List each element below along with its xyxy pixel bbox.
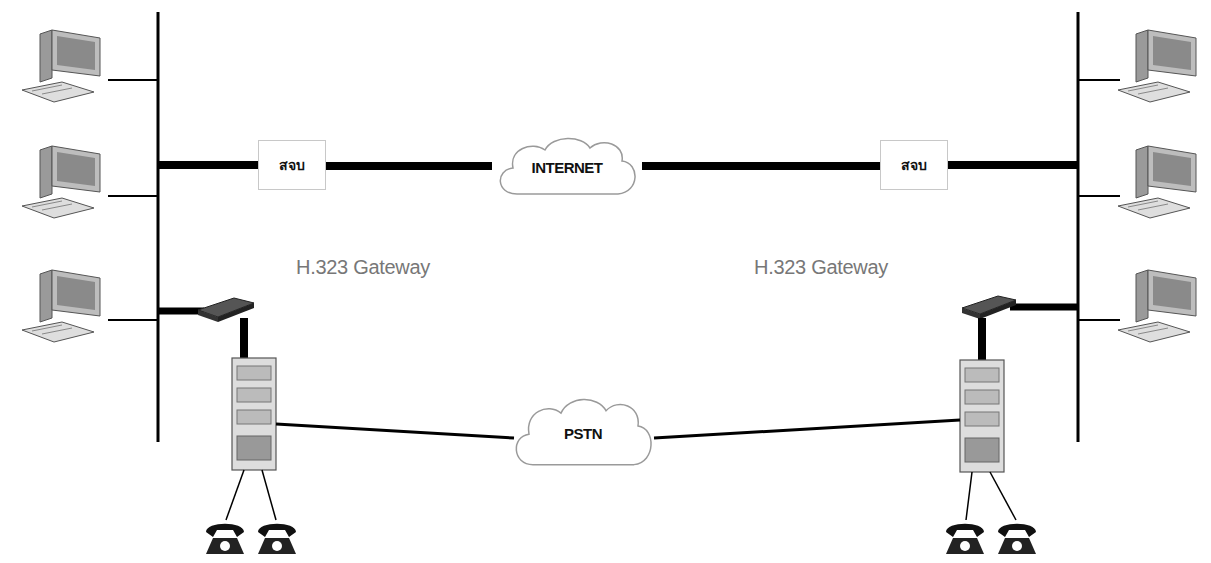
telephone-icon xyxy=(946,524,984,554)
network-link xyxy=(326,162,492,170)
node-text: H.323 Gateway xyxy=(754,256,888,279)
pbx-tower xyxy=(232,358,276,470)
computer-icon xyxy=(1118,30,1196,102)
gateway-link xyxy=(1010,304,1078,311)
node-text: สจบ xyxy=(279,154,305,176)
node-text: สจบ xyxy=(901,154,927,176)
computer-icon xyxy=(1118,146,1196,218)
computer-icon xyxy=(22,30,100,102)
pstn-trunk xyxy=(654,420,960,438)
gateway-label: H.323 Gateway xyxy=(754,256,888,279)
network-cloud: PSTN xyxy=(508,392,658,474)
router-link xyxy=(158,161,258,169)
pstn-trunk xyxy=(276,424,514,438)
phone-wire xyxy=(226,470,1016,520)
network-cloud: INTERNET xyxy=(492,132,642,202)
telephone-icon xyxy=(998,524,1036,554)
router-link xyxy=(948,161,1078,169)
pbx-tower xyxy=(960,360,1004,472)
router-box: สจบ xyxy=(258,140,326,190)
network-link xyxy=(642,162,880,170)
computer-icon xyxy=(1118,270,1196,342)
gateway-pbx-link xyxy=(240,318,248,358)
lan-stub xyxy=(108,80,1120,320)
lan-bus xyxy=(1077,12,1080,442)
gateway-device xyxy=(962,296,1016,319)
gateway-label: H.323 Gateway xyxy=(296,256,430,279)
computer-icon xyxy=(22,146,100,218)
telephone-icon xyxy=(206,524,244,554)
computer-icon xyxy=(22,270,100,342)
node-text: PSTN xyxy=(564,425,602,442)
node-text: H.323 Gateway xyxy=(296,256,430,279)
lan-bus xyxy=(157,12,160,442)
router-box: สจบ xyxy=(880,140,948,190)
telephone-icon xyxy=(258,524,296,554)
gateway-link xyxy=(158,308,204,315)
node-text: INTERNET xyxy=(532,159,603,176)
gateway-pbx-link xyxy=(978,318,986,360)
